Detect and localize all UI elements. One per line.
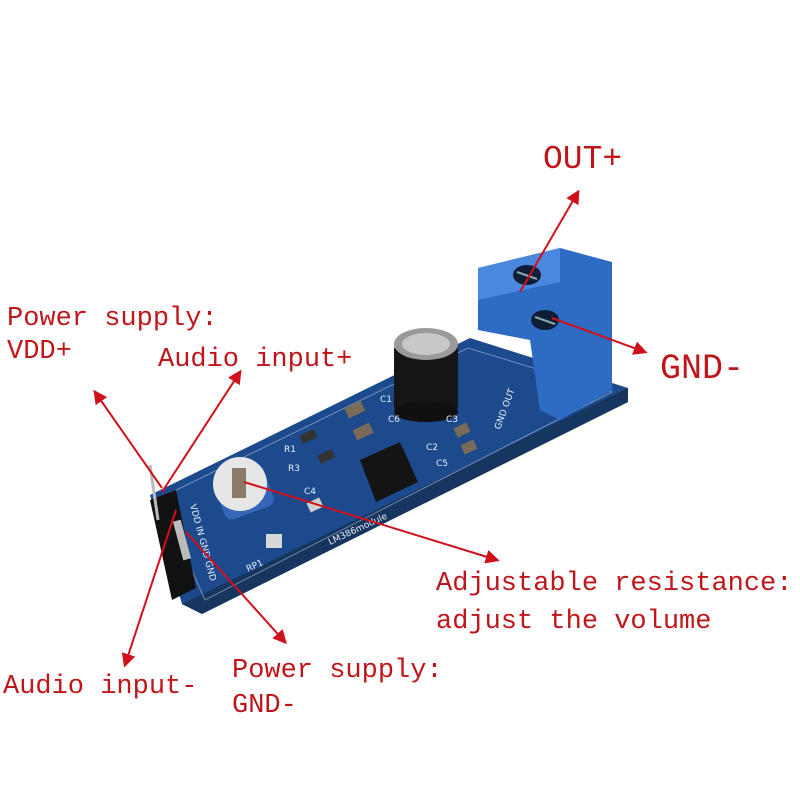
smd-components bbox=[266, 400, 478, 548]
label-gnd-out: GND- bbox=[660, 349, 744, 389]
label-audio-in-minus: Audio input- bbox=[3, 672, 197, 702]
silk-c2: C2 bbox=[426, 443, 438, 453]
screw-terminal bbox=[478, 248, 612, 420]
lm386-chip bbox=[360, 442, 418, 502]
silk-c3: C3 bbox=[446, 415, 458, 425]
silk-r3: R3 bbox=[288, 464, 300, 474]
label-power-vdd-2: VDD+ bbox=[7, 337, 72, 367]
label-power-gnd-2: GND- bbox=[232, 691, 297, 721]
arrow-audio-in-minus bbox=[121, 509, 177, 668]
electrolytic-capacitor bbox=[394, 328, 458, 422]
silk-c6: C6 bbox=[388, 415, 400, 425]
potentiometer bbox=[213, 457, 274, 520]
arrow-vdd bbox=[93, 389, 163, 489]
label-power-vdd-1: Power supply: bbox=[7, 304, 218, 334]
arrow-out-plus bbox=[519, 189, 580, 293]
annotation-arrows bbox=[93, 189, 648, 668]
arrow-power-gnd bbox=[185, 531, 287, 645]
silk-r1: R1 bbox=[284, 445, 296, 455]
silk-c5: C5 bbox=[436, 459, 448, 469]
label-audio-in-plus: Audio input+ bbox=[158, 345, 352, 375]
arrow-audio-in-plus bbox=[161, 369, 242, 493]
arrow-gnd-out bbox=[551, 317, 648, 355]
label-adjustable-1: Adjustable resistance: bbox=[436, 569, 792, 599]
silk-c1: C1 bbox=[380, 395, 392, 405]
label-power-gnd-1: Power supply: bbox=[232, 656, 443, 686]
label-out-plus: OUT+ bbox=[543, 141, 622, 178]
label-adjustable-2: adjust the volume bbox=[436, 607, 711, 637]
arrow-adjustable bbox=[243, 481, 500, 564]
silk-c4: C4 bbox=[304, 487, 316, 497]
